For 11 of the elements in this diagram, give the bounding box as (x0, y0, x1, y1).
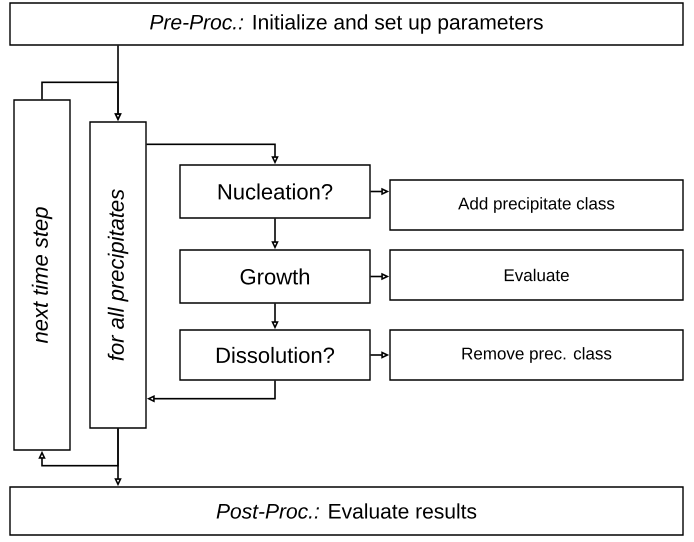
loop-box: next time step (13, 99, 71, 451)
process-box: Nucleation? (179, 164, 371, 219)
process-box: Growth (179, 249, 371, 304)
process-box: Post-Proc.: Evaluate results (9, 486, 684, 536)
process-box: Remove prec. class (389, 329, 684, 381)
arrow (38, 428, 119, 466)
process-box: Evaluate (389, 249, 684, 301)
process-box: Add precipitate class (389, 179, 684, 231)
loop-box: for all precipitates (89, 121, 147, 429)
process-box: Pre-Proc.: Initialize and set up parameters (9, 2, 684, 46)
process-box: Dissolution? (179, 329, 371, 381)
